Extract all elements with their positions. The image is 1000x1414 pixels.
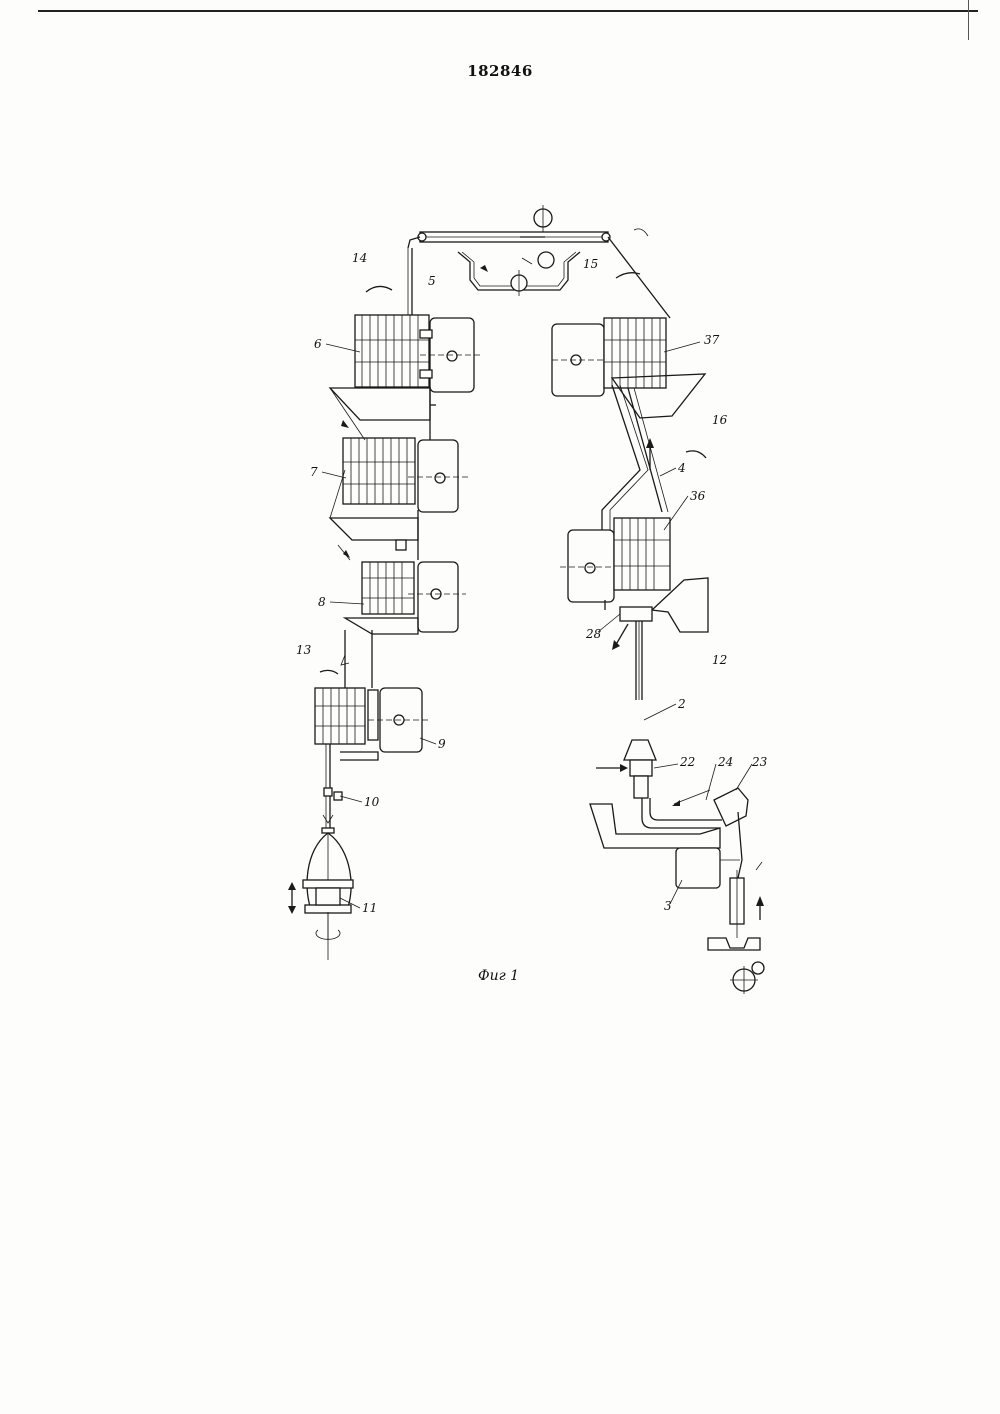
label-13: 13: [296, 643, 312, 657]
label-4: 4: [677, 461, 686, 475]
drawing-unit-37: [552, 318, 705, 418]
label-3: 3: [664, 899, 672, 913]
label-15: 15: [583, 257, 598, 271]
capstan-unit-8: [338, 545, 466, 634]
label-22: 22: [679, 755, 695, 769]
guide-10-and-takeup-11: [288, 788, 353, 940]
label-9: 9: [438, 737, 446, 751]
label-11: 11: [362, 901, 377, 915]
label-7: 7: [310, 465, 318, 479]
label-10: 10: [364, 795, 380, 809]
capstan-unit-6: [330, 315, 480, 420]
connector-assembly: [590, 740, 764, 994]
figure-caption: Фиг 1: [478, 968, 519, 984]
label-2: 2: [677, 697, 686, 711]
drawing-unit-36: [560, 385, 670, 610]
label-8: 8: [318, 595, 326, 609]
label-12: 12: [712, 653, 727, 667]
label-36: 36: [690, 489, 706, 503]
label-24: 24: [717, 755, 733, 769]
top-guide-assembly: [408, 205, 648, 296]
label-14: 14: [352, 251, 367, 265]
label-5: 5: [428, 274, 436, 288]
label-28: 28: [585, 627, 602, 641]
label-23: 23: [751, 755, 768, 769]
label-6: 6: [314, 337, 322, 351]
bath-12-and-junction-28: [612, 578, 708, 700]
label-37: 37: [704, 333, 720, 347]
capstan-unit-7: [330, 388, 468, 550]
label-16: 16: [712, 413, 728, 427]
